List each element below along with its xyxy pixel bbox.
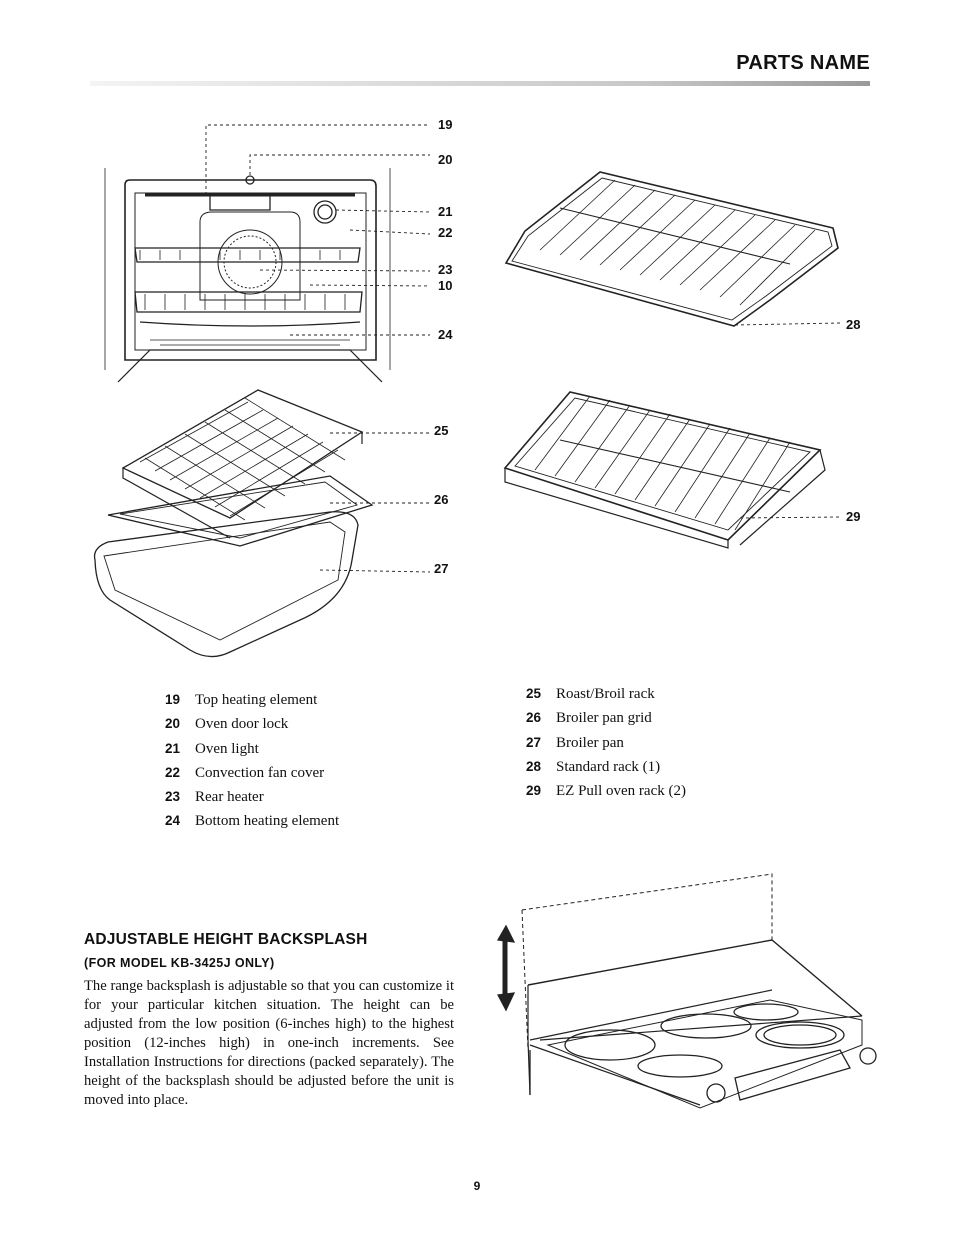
part-legend-item: 28 Standard rack (1): [526, 755, 686, 779]
callout-21: 21: [438, 204, 452, 219]
part-legend-item: 23 Rear heater: [165, 785, 339, 809]
part-name: Roast/Broil rack: [556, 686, 655, 702]
page-title: PARTS NAME: [736, 52, 870, 74]
part-number: 27: [526, 734, 542, 750]
callout-27: 27: [434, 561, 448, 576]
broiler-set-drawing: [93, 389, 374, 658]
callout-25: 25: [434, 423, 448, 438]
part-number: 20: [165, 716, 181, 732]
backsplash-paragraph: The range backsplash is adjustable so th…: [84, 978, 454, 1108]
part-number: 24: [165, 813, 181, 829]
part-legend-item: 19 Top heating element: [165, 688, 339, 712]
page-number: 9: [473, 1179, 481, 1193]
part-number: 28: [526, 758, 542, 774]
part-name: Broiler pan grid: [556, 710, 652, 727]
backsplash-heading: ADJUSTABLE HEIGHT BACKSPLASH: [84, 931, 368, 948]
part-name: Top heating element: [195, 692, 318, 708]
leader-lines: [205, 124, 841, 573]
header-rule: [90, 81, 870, 86]
part-name: Standard rack (1): [556, 758, 661, 775]
callout-24: 24: [438, 327, 453, 342]
part-number: 29: [526, 783, 542, 799]
parts-legend-left: 19 Top heating element 20 Oven door lock 21 O…: [165, 688, 339, 834]
part-number: 19: [165, 692, 181, 707]
part-number: 23: [165, 789, 181, 805]
callout-22: 22: [438, 225, 452, 240]
part-number: 26: [526, 710, 542, 726]
part-legend-item: 21 Oven light: [165, 737, 339, 761]
part-number: 25: [526, 686, 542, 701]
part-name: EZ Pull oven rack (2): [556, 783, 686, 800]
backsplash-drawing: [521, 873, 877, 1109]
parts-legend-right: 25 Roast/Broil rack 26 Broiler pan grid 27 Br…: [526, 682, 686, 803]
part-name: Rear heater: [195, 789, 264, 806]
part-number: 22: [165, 764, 181, 780]
part-legend-item: 22 Convection fan cover: [165, 761, 339, 785]
part-number: 21: [165, 740, 181, 756]
callout-23: 23: [438, 262, 452, 277]
part-legend-item: 26 Broiler pan grid: [526, 706, 686, 730]
part-name: Broiler pan: [556, 734, 624, 751]
callout-20: 20: [438, 152, 452, 167]
part-name: Bottom heating element: [195, 813, 340, 830]
part-name: Oven light: [195, 740, 259, 757]
part-legend-item: 20 Oven door lock: [165, 712, 339, 736]
callout-26: 26: [434, 492, 448, 507]
callout-19: 19: [438, 117, 452, 132]
callout-29: 29: [846, 509, 860, 524]
part-legend-item: 29 EZ Pull oven rack (2): [526, 779, 686, 803]
oven-cavity-drawing: [104, 168, 391, 383]
part-legend-item: 24 Bottom heating element: [165, 809, 339, 833]
standard-rack-drawing: [504, 171, 839, 327]
height-adjust-arrow-icon: [496, 924, 516, 1012]
callout-10: 10: [438, 278, 452, 293]
callout-28: 28: [846, 317, 860, 332]
backsplash-subheading: (FOR MODEL KB-3425J ONLY): [84, 956, 275, 970]
part-legend-item: 25 Roast/Broil rack: [526, 682, 686, 706]
ez-pull-rack-drawing: [503, 391, 826, 549]
part-name: Convection fan cover: [195, 764, 325, 781]
part-name: Oven door lock: [195, 716, 289, 733]
part-legend-item: 27 Broiler pan: [526, 731, 686, 755]
